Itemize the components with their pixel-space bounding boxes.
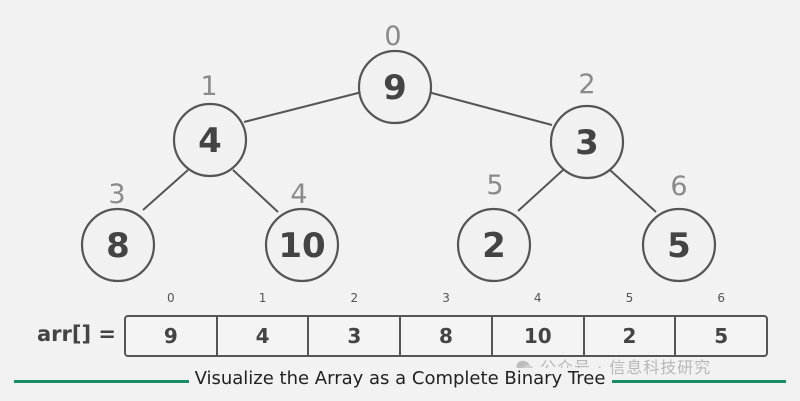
edge-1-3	[142, 169, 189, 211]
edge-1-4	[232, 169, 279, 213]
tree-node-0: 9 0	[357, 21, 433, 125]
array-cell: 5 2	[585, 291, 677, 355]
array-cell-value: 10	[523, 324, 552, 348]
array-cell-value: 9	[163, 324, 178, 348]
array-cell-index: 4	[533, 291, 542, 305]
array-row: 0 9 1 4 2 3 3 8 4 10 5 2 6 5	[124, 291, 768, 357]
array-cell-value: 2	[622, 324, 637, 348]
array-cell: 6 5	[676, 291, 766, 355]
caption-rule-right	[612, 380, 786, 383]
array-label: arr[] =	[37, 322, 116, 346]
node-value: 5	[667, 226, 691, 266]
edge-0-2	[427, 91, 553, 126]
array-cell-index: 1	[258, 291, 267, 305]
node-value: 8	[106, 226, 130, 266]
node-value: 2	[482, 226, 506, 266]
edge-0-1	[243, 91, 363, 123]
array-cell: 0 9	[126, 291, 218, 355]
array-cell-value: 5	[714, 324, 729, 348]
node-index-label: 5	[486, 170, 503, 201]
array-cell-value: 8	[439, 324, 453, 348]
array-cell-value: 4	[255, 324, 270, 348]
array-cell: 2 3	[309, 291, 402, 355]
node-index-label: 6	[670, 171, 687, 202]
tree-node-3: 8 3	[80, 179, 156, 283]
tree-node-1: 4 1	[172, 71, 248, 178]
node-value: 10	[278, 226, 325, 266]
tree-node-6: 5 6	[641, 171, 717, 283]
array-cell-index: 5	[625, 291, 634, 305]
array-cell-index: 0	[167, 291, 175, 305]
tree-node-2: 3 2	[549, 69, 625, 180]
tree-node-5: 2 5	[456, 170, 532, 283]
node-index-label: 3	[108, 179, 125, 210]
node-index-label: 1	[200, 71, 217, 102]
array-cell: 4 10	[493, 291, 585, 355]
caption-rule-left	[14, 380, 189, 383]
node-value: 9	[383, 68, 407, 108]
edge-2-6	[609, 169, 657, 213]
node-value: 4	[198, 121, 222, 161]
array-cell: 1 4	[218, 291, 310, 355]
binary-tree: 9 0 4 1 3 2 8 3 10 4 2 5 5 6	[80, 21, 717, 283]
node-index-label: 4	[290, 179, 307, 210]
edge-2-5	[517, 169, 564, 212]
tree-node-4: 10 4	[264, 179, 340, 283]
array-cell: 3 8	[401, 291, 493, 355]
tree-edges	[142, 91, 657, 213]
array-cell-index: 2	[350, 291, 359, 305]
caption-text: Visualize the Array as a Complete Binary…	[191, 368, 609, 389]
array-cell-value: 3	[347, 324, 362, 348]
node-value: 3	[575, 123, 599, 163]
array-cell-index: 3	[442, 291, 450, 305]
node-index-label: 0	[384, 21, 401, 52]
caption: Visualize the Array as a Complete Binary…	[0, 368, 800, 389]
array-cell-index: 6	[717, 291, 725, 305]
node-index-label: 2	[578, 69, 595, 100]
